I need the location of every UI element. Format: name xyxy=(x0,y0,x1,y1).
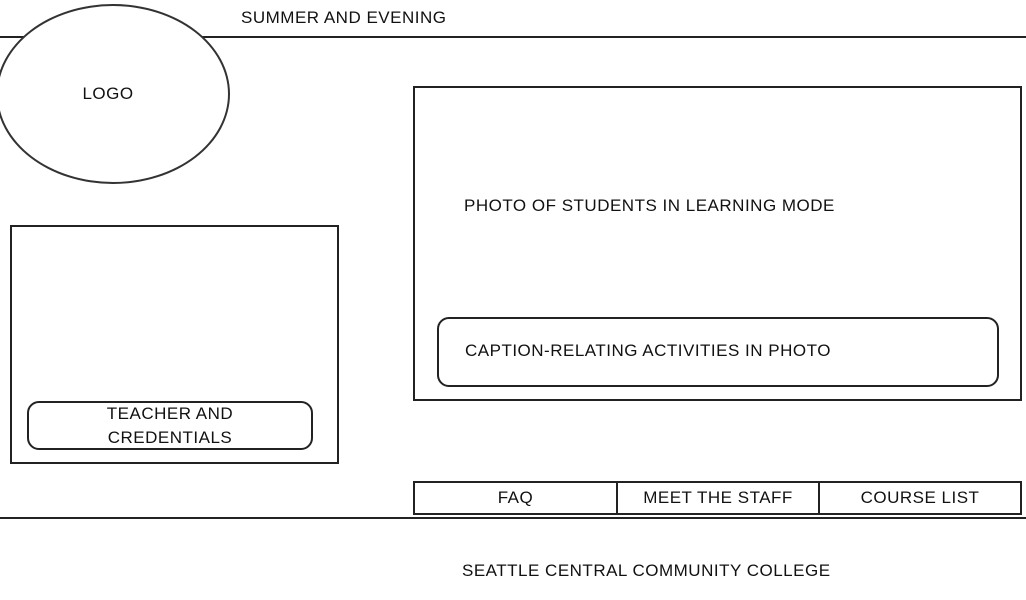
teacher-label-line1: TEACHER AND xyxy=(106,403,234,423)
photo-label: PHOTO OF STUDENTS IN LEARNING MODE xyxy=(464,196,835,215)
photo-caption-box: CAPTION-RELATING ACTIVITIES IN PHOTO xyxy=(437,317,999,387)
teacher-panel: TEACHER AND CREDENTIALS xyxy=(10,225,339,464)
photo-placeholder: PHOTO OF STUDENTS IN LEARNING MODE CAPTI… xyxy=(413,86,1022,401)
photo-caption: CAPTION-RELATING ACTIVITIES IN PHOTO xyxy=(465,341,831,360)
footer-text: SEATTLE CENTRAL COMMUNITY COLLEGE xyxy=(462,561,831,580)
logo[interactable]: LOGO xyxy=(0,4,230,184)
logo-label: LOGO xyxy=(82,84,134,103)
header-title: SUMMER AND EVENING xyxy=(241,8,447,27)
nav-meet-the-staff[interactable]: MEET THE STAFF xyxy=(618,483,820,513)
nav-faq[interactable]: FAQ xyxy=(415,483,618,513)
footer-divider xyxy=(0,517,1026,519)
teacher-label-line2: CREDENTIALS xyxy=(107,427,233,447)
nav-course-list[interactable]: COURSE LIST xyxy=(860,488,980,507)
nav-bar: FAQ MEET THE STAFF COURSE LIST xyxy=(413,481,1022,515)
header-divider xyxy=(0,36,1026,38)
teacher-credentials-box[interactable]: TEACHER AND CREDENTIALS xyxy=(27,401,313,450)
